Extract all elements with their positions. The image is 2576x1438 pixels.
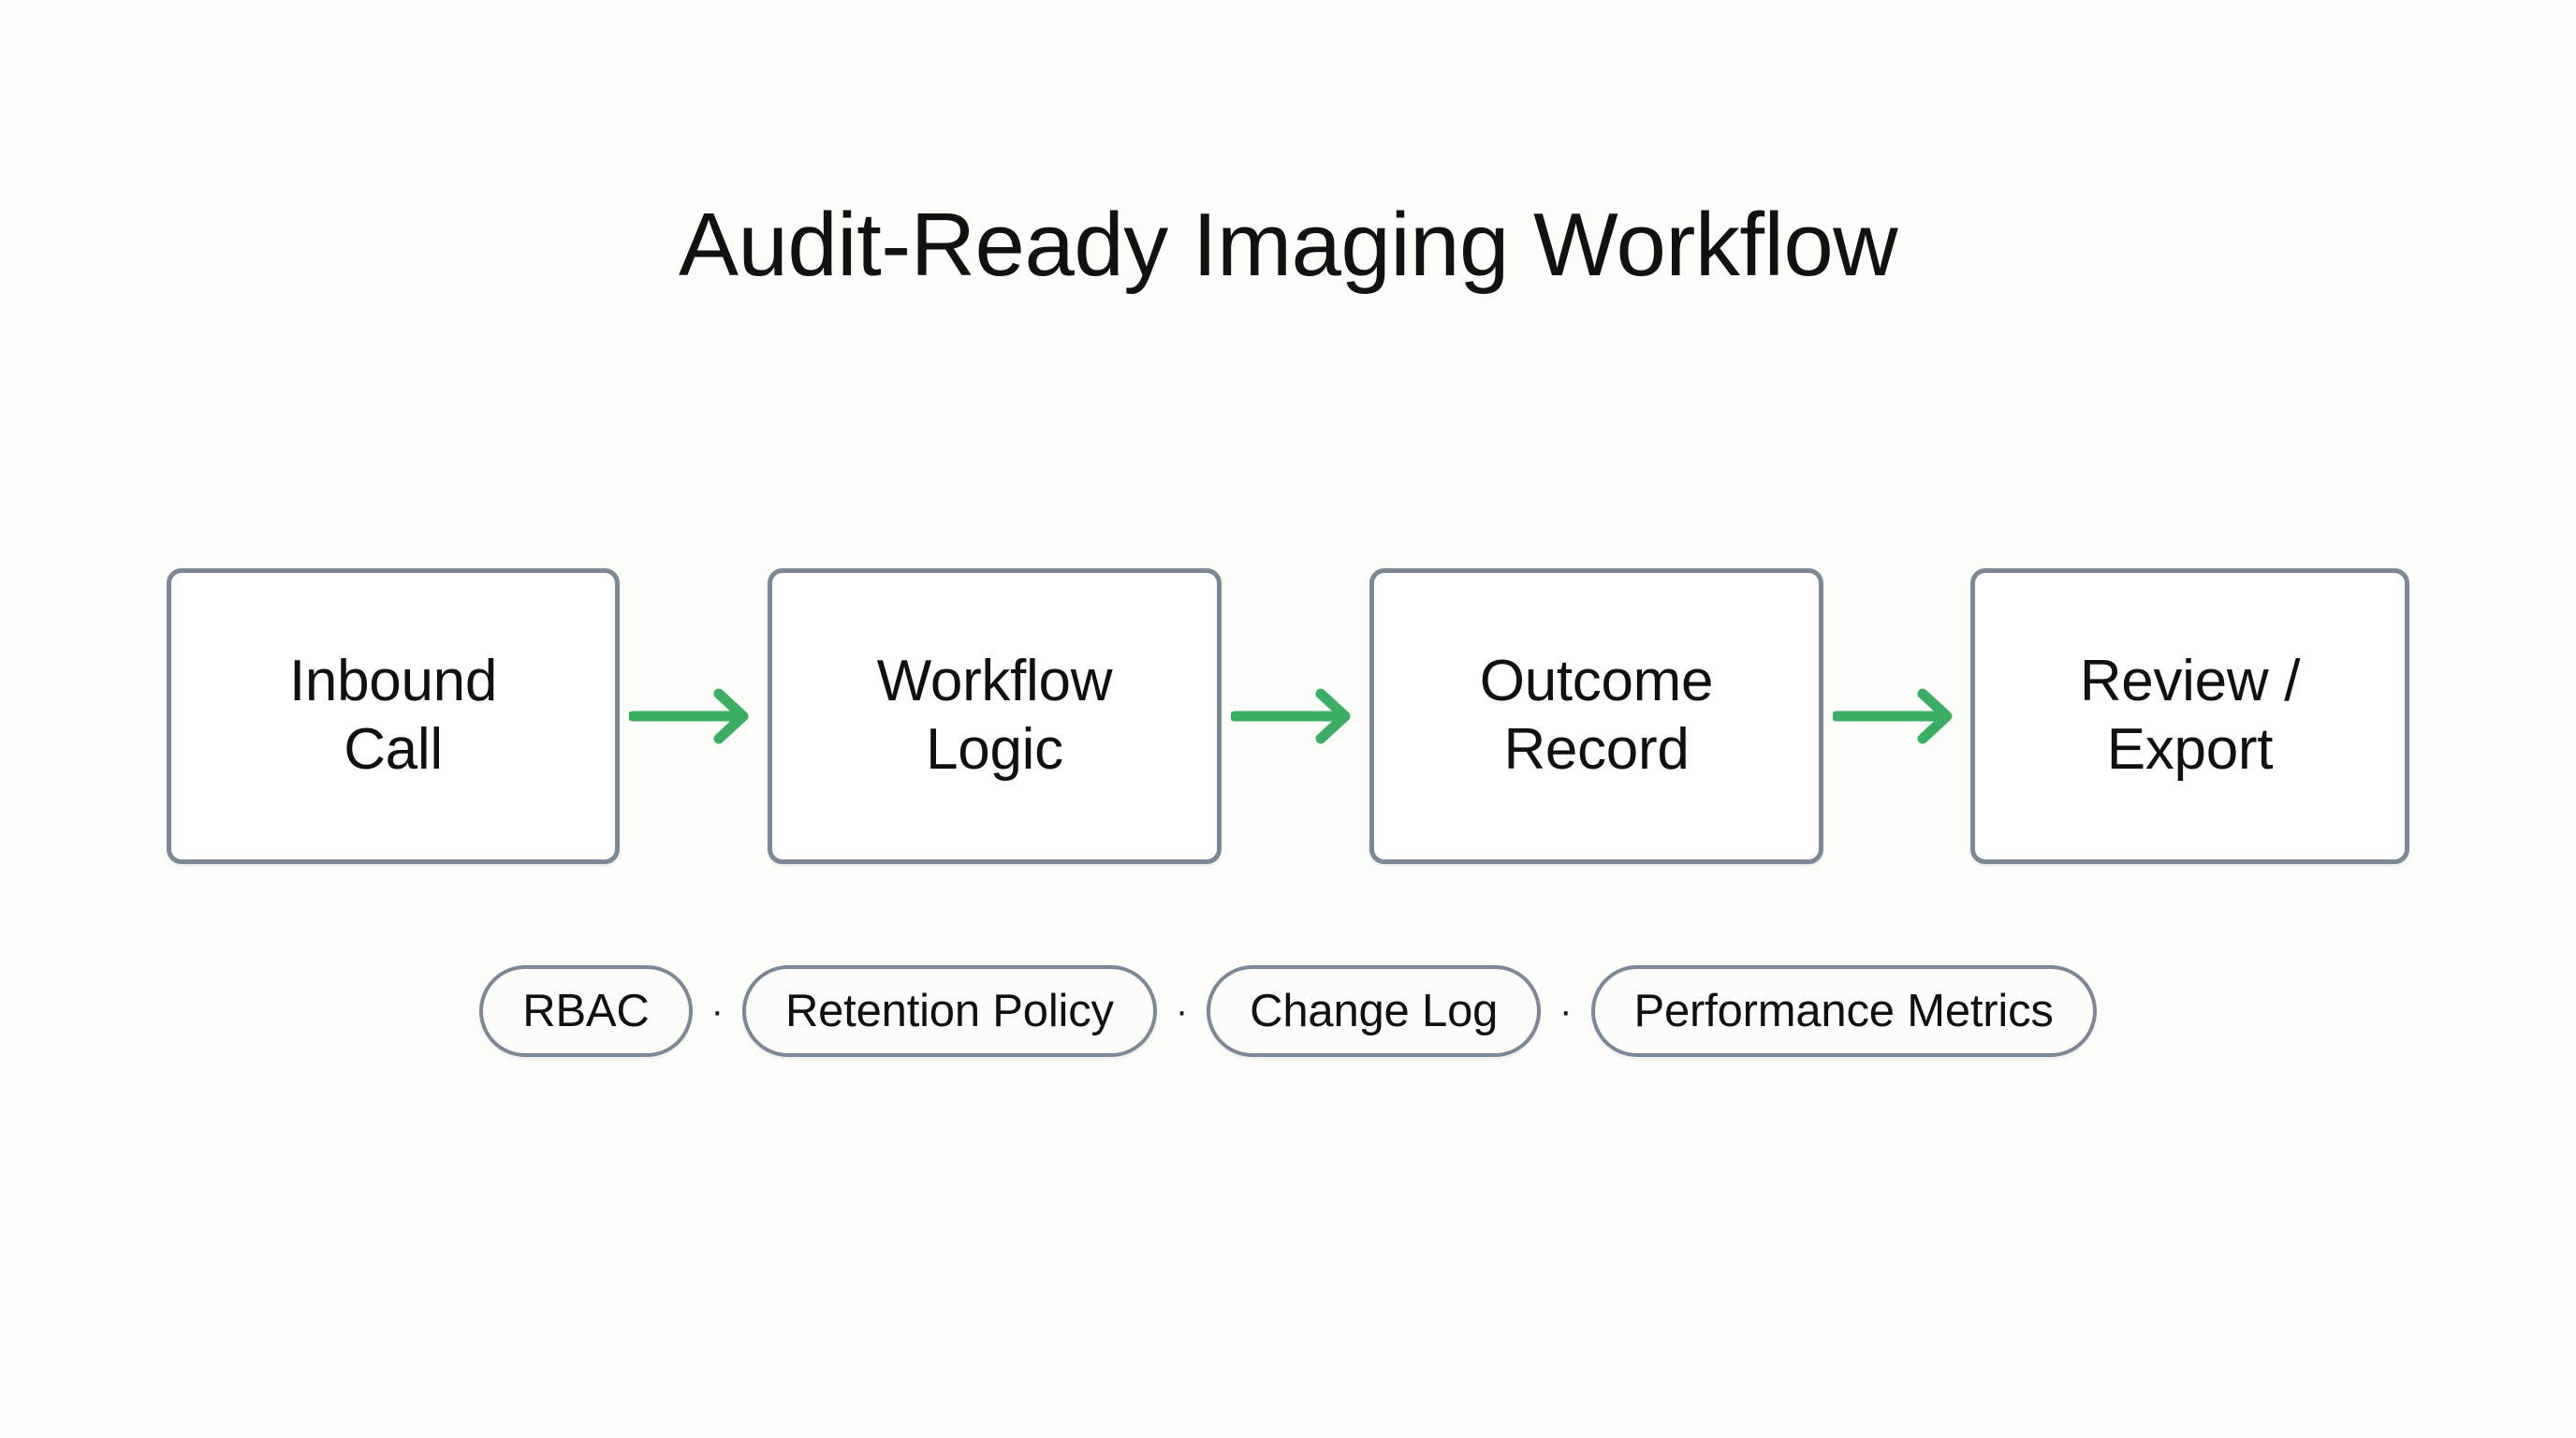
flow-node-label: Outcome Record — [1479, 649, 1714, 782]
flow-node-review-export[interactable]: Review / Export — [1970, 568, 2409, 864]
tag-pill-label: Performance Metrics — [1633, 985, 2054, 1036]
page-title: Audit-Ready Imaging Workflow — [678, 195, 1898, 295]
tag-pill-label: Retention Policy — [784, 985, 1114, 1036]
tag-separator-dot: · — [1559, 990, 1573, 1032]
flow-node-label: Inbound Call — [288, 649, 497, 782]
arrow-right-icon — [1833, 688, 1964, 744]
tag-pill-retention-policy[interactable]: Retention Policy — [741, 965, 1157, 1057]
flow-node-label: Review / Export — [2079, 649, 2301, 782]
tag-pill-rbac[interactable]: RBAC — [479, 965, 693, 1057]
tag-separator-dot: · — [1175, 990, 1189, 1032]
tag-pill-performance-metrics[interactable]: Performance Metrics — [1590, 965, 2097, 1057]
arrow-right-icon — [1231, 688, 1362, 744]
tag-pill-label: RBAC — [522, 985, 650, 1036]
tag-pill-change-log[interactable]: Change Log — [1207, 965, 1542, 1057]
arrow-right-icon — [629, 688, 760, 744]
flow-node-label: Workflow Logic — [876, 649, 1113, 782]
flow-node-inbound-call[interactable]: Inbound Call — [167, 568, 620, 864]
tag-pill-row: RBAC · Retention Policy · Change Log · P… — [0, 964, 2576, 1058]
flow-node-workflow-logic[interactable]: Workflow Logic — [768, 568, 1222, 864]
workflow-flow-row: Inbound Call Workflow Logic Outcome Reco… — [167, 568, 2409, 864]
flow-node-outcome-record[interactable]: Outcome Record — [1369, 568, 1823, 864]
tag-separator-dot: · — [710, 990, 724, 1032]
tag-pill-label: Change Log — [1250, 985, 1499, 1036]
